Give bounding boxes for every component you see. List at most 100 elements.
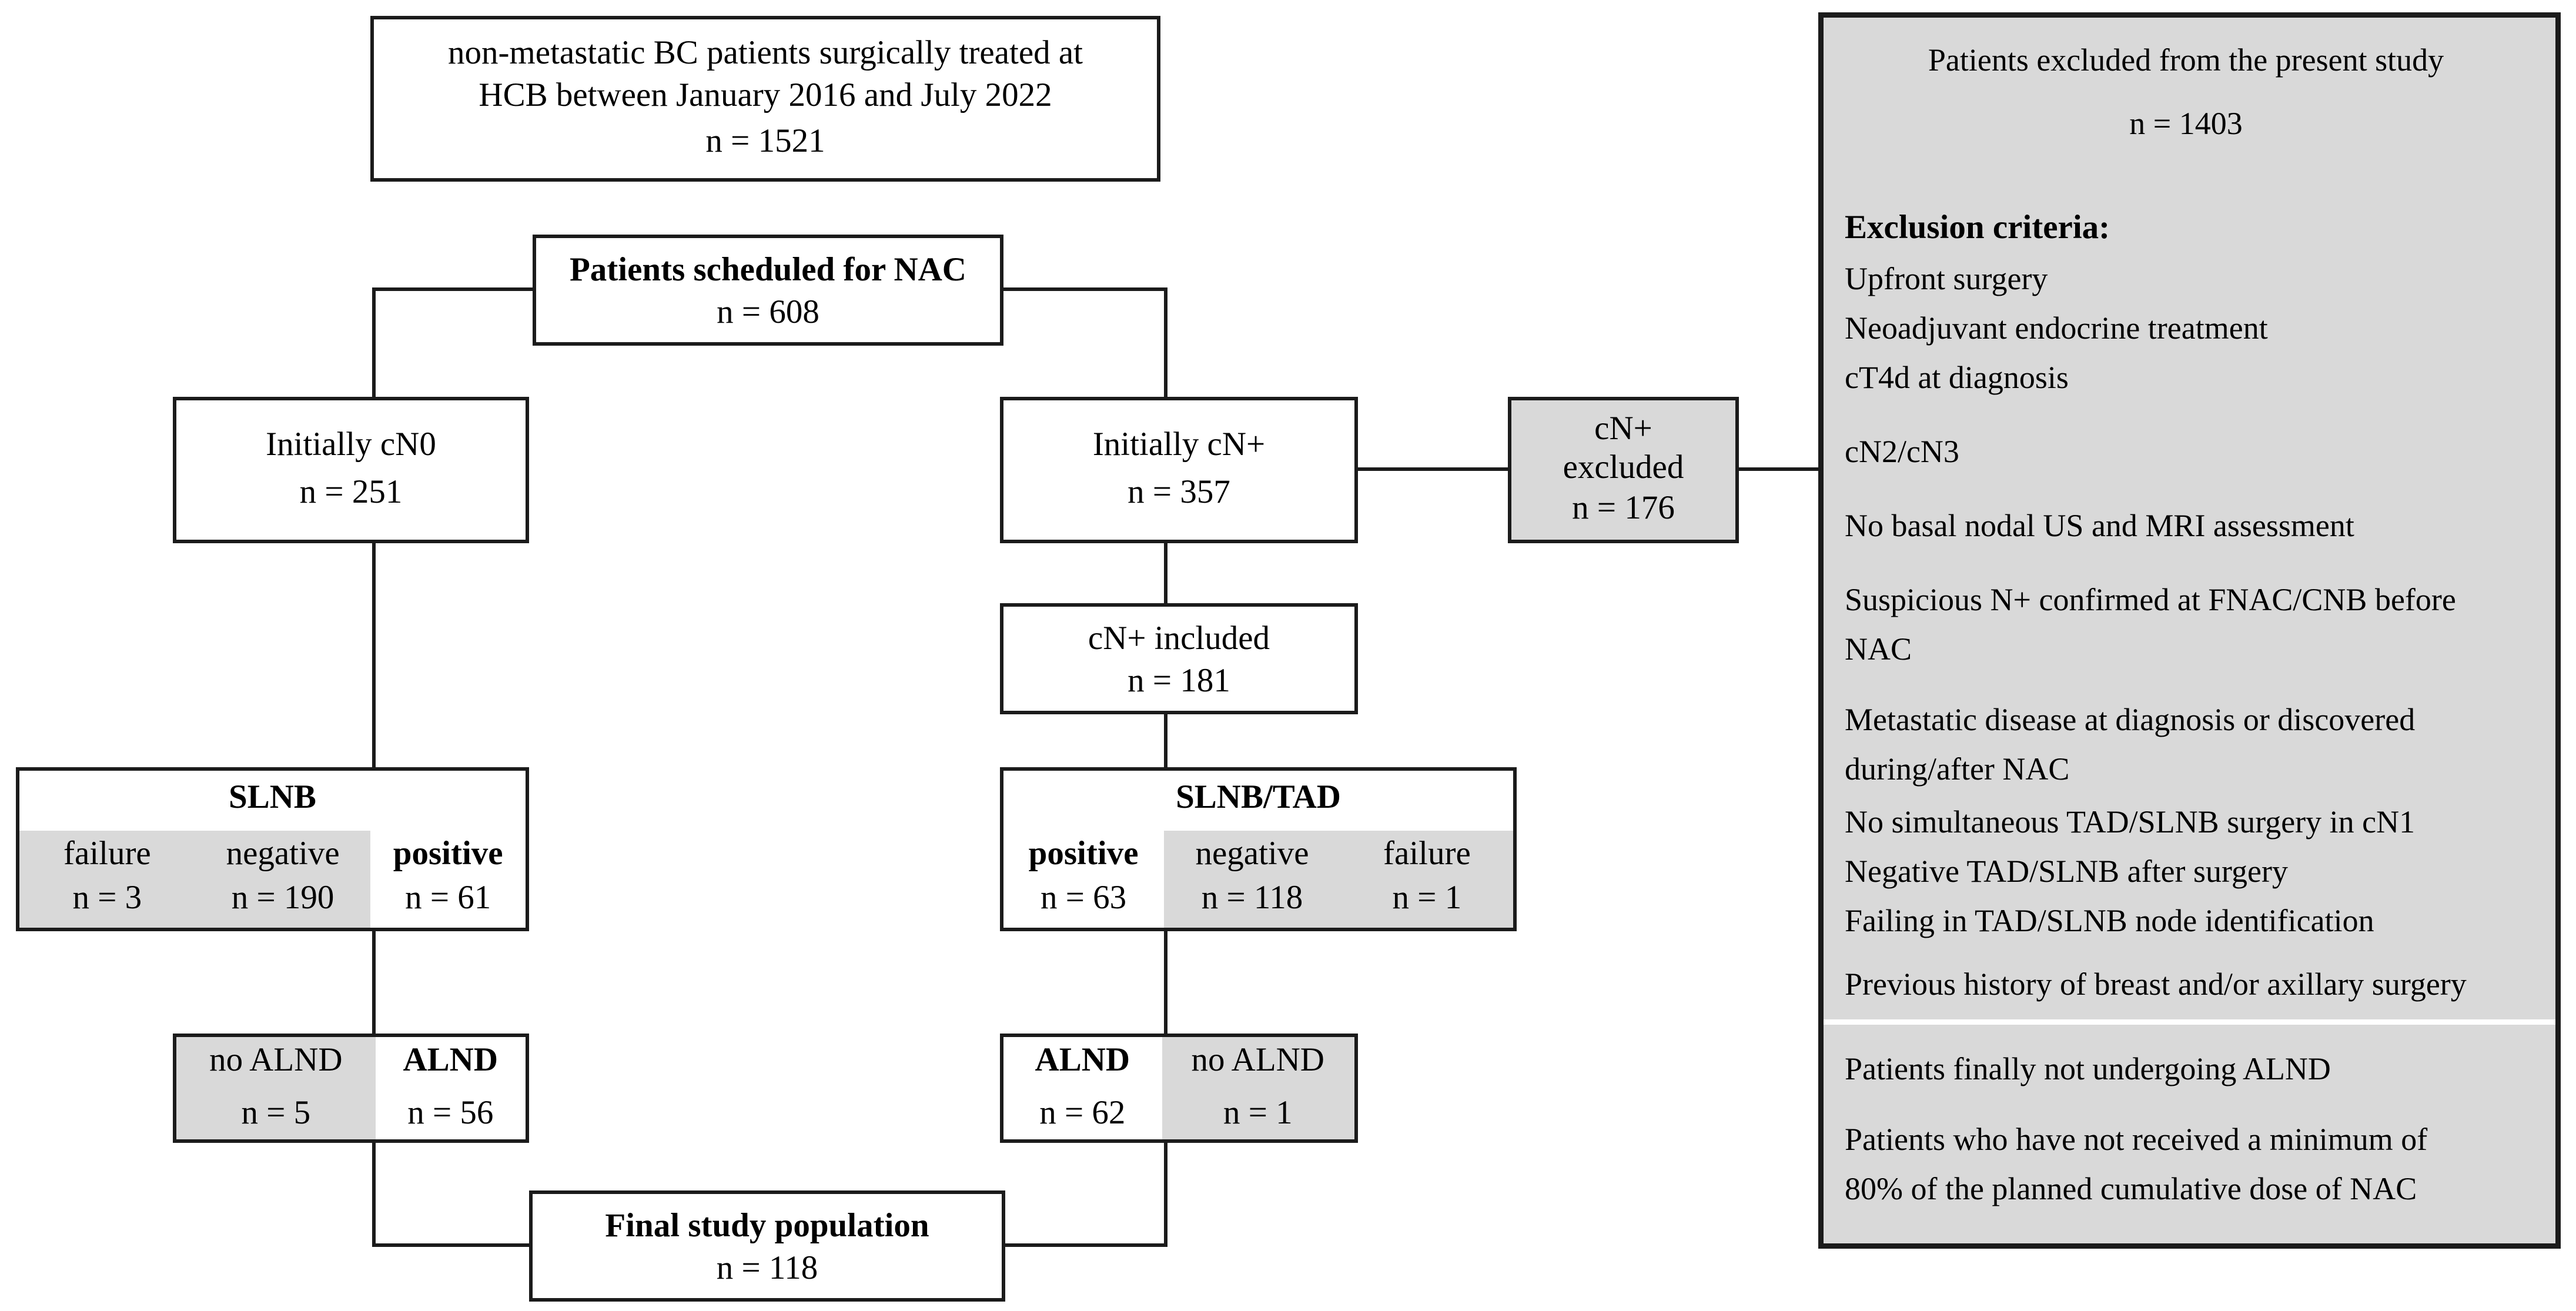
footer-dose-line-1: Patients who have not received a minimum… bbox=[1845, 1122, 2428, 1157]
slnb-tad-positive-label: positive bbox=[1028, 835, 1139, 872]
connector-cnplus-to-excluded bbox=[1358, 467, 1510, 471]
criterion-previous-history: Previous history of breast and/or axilla… bbox=[1845, 966, 2467, 1002]
criterion-negative-tad-slnb: Negative TAD/SLNB after surgery bbox=[1845, 854, 2289, 889]
nac-title: Patients scheduled for NAC bbox=[569, 252, 966, 289]
cn0-box: Initially cN0 n = 251 bbox=[173, 397, 529, 543]
slnb-tad-failure-label: failure bbox=[1383, 835, 1471, 872]
connector-slnbtad-to-alnd-right bbox=[1164, 928, 1167, 1034]
alnd-right-alnd-n: n = 62 bbox=[1039, 1095, 1126, 1132]
connector-nac-right-vertical bbox=[1164, 287, 1167, 397]
slnb-tad-negative-n: n = 118 bbox=[1201, 880, 1303, 918]
connector-nac-right-horizontal bbox=[1002, 287, 1167, 291]
cnplus-excluded-box: cN+ excluded n = 176 bbox=[1508, 397, 1739, 543]
alnd-right-box: ALND n = 62 no ALND n = 1 bbox=[1000, 1034, 1358, 1143]
footer-dose-line-2: 80% of the planned cumulative dose of NA… bbox=[1845, 1171, 2417, 1206]
slnb-gray-shading bbox=[19, 830, 371, 928]
slnb-columns: failure n = 3 negative n = 190 positive … bbox=[19, 827, 526, 928]
source-population-n: n = 1521 bbox=[705, 123, 825, 160]
criterion-suspicious-n-plus: Suspicious N+ confirmed at FNAC/CNB befo… bbox=[1845, 575, 2527, 674]
criterion-metastatic-disease: Metastatic disease at diagnosis or disco… bbox=[1845, 695, 2527, 794]
criterion-failing-tad-slnb: Failing in TAD/SLNB node identification bbox=[1845, 903, 2374, 938]
criterion-suspicious-line-2: NAC bbox=[1845, 631, 1912, 667]
alnd-left-alnd-n: n = 56 bbox=[407, 1095, 494, 1132]
cnplus-included-title: cN+ included bbox=[1088, 621, 1270, 658]
cnplus-excluded-line-1: cN+ bbox=[1594, 411, 1652, 448]
criterion-neoadjuvant-endocrine: Neoadjuvant endocrine treatment bbox=[1845, 310, 2268, 346]
nac-box: Patients scheduled for NAC n = 608 bbox=[533, 235, 1003, 346]
slnb-tad-box: SLNB/TAD positive n = 63 negative n = 11… bbox=[1000, 767, 1517, 931]
slnb-tad-col-negative: negative n = 118 bbox=[1163, 827, 1341, 928]
cnplus-excluded-title: cN+ excluded bbox=[1563, 411, 1684, 489]
source-population-title: non-metastatic BC patients surgically tr… bbox=[448, 34, 1083, 118]
connector-cnplus-to-included bbox=[1164, 540, 1167, 603]
criterion-metastatic-line-1: Metastatic disease at diagnosis or disco… bbox=[1845, 702, 2416, 737]
alnd-left-alnd-label: ALND bbox=[403, 1042, 499, 1079]
alnd-left-alnd-cell: ALND n = 56 bbox=[376, 1037, 526, 1139]
cnplus-excluded-line-2: excluded bbox=[1563, 450, 1684, 487]
criterion-ct4d: cT4d at diagnosis bbox=[1845, 360, 2069, 395]
criterion-no-basal-nodal: No basal nodal US and MRI assessment bbox=[1845, 508, 2354, 543]
slnb-title: SLNB bbox=[229, 780, 316, 817]
cnplus-box: Initially cN+ n = 357 bbox=[1000, 397, 1358, 543]
cn0-n: n = 251 bbox=[299, 474, 403, 511]
source-title-line-1: non-metastatic BC patients surgically tr… bbox=[447, 35, 1083, 72]
exclusion-panel-divider bbox=[1824, 1019, 2555, 1025]
exclusion-criteria-heading: Exclusion criteria: bbox=[1845, 210, 2110, 247]
connector-cn0-to-slnb bbox=[372, 540, 376, 767]
slnb-negative-n: n = 190 bbox=[231, 880, 334, 918]
connector-nac-left-vertical bbox=[372, 287, 376, 397]
criterion-no-simultaneous-tad: No simultaneous TAD/SLNB surgery in cN1 bbox=[1845, 804, 2416, 840]
alnd-left-no-alnd-n: n = 5 bbox=[241, 1095, 311, 1132]
slnb-tad-failure-n: n = 1 bbox=[1392, 880, 1462, 918]
criterion-upfront-surgery: Upfront surgery bbox=[1845, 261, 2048, 296]
connector-excluded-to-panel bbox=[1737, 467, 1822, 471]
slnb-tad-positive-n: n = 63 bbox=[1041, 880, 1127, 918]
alnd-right-no-alnd-n: n = 1 bbox=[1223, 1095, 1293, 1132]
final-population-box: Final study population n = 118 bbox=[529, 1190, 1005, 1302]
slnb-negative-label: negative bbox=[226, 835, 340, 872]
slnb-tad-gray-shading bbox=[1163, 830, 1513, 928]
final-population-n: n = 118 bbox=[716, 1250, 818, 1287]
slnb-box: SLNB failure n = 3 negative n = 190 posi… bbox=[16, 767, 529, 931]
source-population-box: non-metastatic BC patients surgically tr… bbox=[370, 16, 1160, 182]
slnb-tad-columns: positive n = 63 negative n = 118 failure… bbox=[1003, 827, 1513, 928]
alnd-left-box: no ALND n = 5 ALND n = 56 bbox=[173, 1034, 529, 1143]
footer-dose-paragraph: Patients who have not received a minimum… bbox=[1845, 1115, 2527, 1213]
footer-not-undergoing-alnd: Patients finally not undergoing ALND bbox=[1845, 1051, 2331, 1086]
slnb-tad-title: SLNB/TAD bbox=[1176, 780, 1341, 817]
connector-final-left-horizontal bbox=[372, 1243, 531, 1247]
cnplus-included-box: cN+ included n = 181 bbox=[1000, 603, 1358, 714]
criterion-cn2-cn3: cN2/cN3 bbox=[1845, 434, 1959, 469]
slnb-col-failure: failure n = 3 bbox=[19, 827, 195, 928]
alnd-right-alnd-label: ALND bbox=[1035, 1042, 1130, 1079]
source-title-line-2: HCB between January 2016 and July 2022 bbox=[479, 78, 1052, 115]
slnb-positive-label: positive bbox=[393, 835, 503, 872]
alnd-right-no-alnd-cell: no ALND n = 1 bbox=[1161, 1037, 1354, 1139]
slnb-col-negative: negative n = 190 bbox=[195, 827, 371, 928]
connector-slnb-to-alnd-left bbox=[372, 928, 376, 1034]
connector-final-right-horizontal bbox=[1005, 1243, 1167, 1247]
connector-alnd-left-to-final bbox=[372, 1139, 376, 1247]
cnplus-n: n = 357 bbox=[1128, 474, 1230, 511]
cnplus-title: Initially cN+ bbox=[1092, 427, 1266, 464]
slnb-tad-col-positive: positive n = 63 bbox=[1003, 827, 1163, 928]
alnd-left-no-alnd-cell: no ALND n = 5 bbox=[176, 1037, 376, 1139]
final-population-title: Final study population bbox=[605, 1208, 929, 1245]
connector-nac-left-horizontal bbox=[372, 287, 534, 291]
connector-included-to-slnbtad bbox=[1164, 711, 1167, 767]
cn0-title: Initially cN0 bbox=[266, 427, 436, 464]
connector-alnd-right-to-final bbox=[1164, 1139, 1167, 1247]
slnb-tad-col-failure: failure n = 1 bbox=[1341, 827, 1513, 928]
cnplus-excluded-n: n = 176 bbox=[1572, 490, 1675, 527]
exclusion-panel: Patients excluded from the present study… bbox=[1818, 12, 2561, 1249]
exclusion-panel-n: n = 1403 bbox=[2129, 106, 2243, 141]
nac-n: n = 608 bbox=[717, 295, 819, 332]
criterion-suspicious-line-1: Suspicious N+ confirmed at FNAC/CNB befo… bbox=[1845, 582, 2456, 617]
slnb-positive-n: n = 61 bbox=[405, 880, 491, 918]
slnb-col-positive: positive n = 61 bbox=[370, 827, 525, 928]
exclusion-panel-title: Patients excluded from the present study bbox=[1928, 42, 2444, 78]
alnd-left-no-alnd-label: no ALND bbox=[209, 1042, 343, 1079]
slnb-tad-negative-label: negative bbox=[1195, 835, 1309, 872]
slnb-failure-n: n = 3 bbox=[72, 880, 142, 918]
